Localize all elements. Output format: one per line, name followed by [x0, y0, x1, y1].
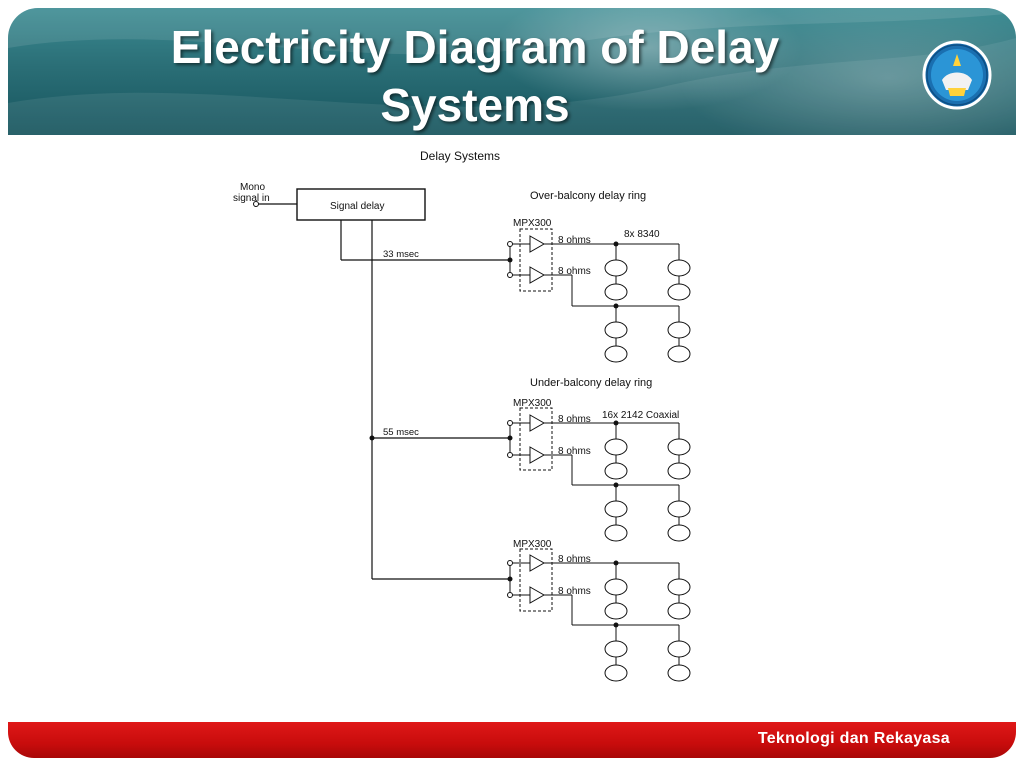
speaker-icon — [667, 578, 691, 596]
speaker-icon — [604, 321, 628, 339]
speaker-icon — [667, 321, 691, 339]
amp-triangle-icon — [529, 446, 546, 464]
slide-header — [8, 8, 1016, 135]
speaker-icon — [667, 283, 691, 301]
speaker-icon — [667, 640, 691, 658]
speaker-icon — [604, 602, 628, 620]
speaker-icon — [667, 259, 691, 277]
amplifier-2-label: MPX300 — [513, 398, 552, 409]
amp-triangle-icon — [529, 414, 546, 432]
slide-footer: Teknologi dan Rekayasa — [8, 722, 1016, 758]
ring-2-title: Under-balcony delay ring — [530, 377, 652, 389]
speaker-icon — [667, 524, 691, 542]
speaker-icon — [604, 524, 628, 542]
speaker-rings — [571, 241, 691, 682]
delay-33-label: 33 msec — [383, 249, 419, 260]
speaker-icon — [667, 664, 691, 682]
speaker-icon — [604, 259, 628, 277]
input-terminal — [253, 201, 259, 207]
ring-1-speaker-label: 8x 8340 — [624, 229, 660, 240]
speaker-icon — [667, 345, 691, 363]
amp-2-impedance-b: 8 ohms — [558, 446, 591, 457]
input-label-line2: signal in — [233, 193, 270, 204]
amp-triangle-icon — [529, 235, 546, 253]
footer-text: Teknologi dan Rekayasa — [757, 730, 950, 747]
amplifier-1-label: MPX300 — [513, 218, 552, 229]
amp-1-impedance-a: 8 ohms — [558, 235, 591, 246]
speaker-icon — [604, 500, 628, 518]
amplifier-group-2: MPX300 8 ohms 8 ohms 16x 2142 Coaxial — [507, 398, 679, 471]
delay-55-label: 55 msec — [383, 427, 419, 438]
amp-3-impedance-a: 8 ohms — [558, 554, 591, 565]
speaker-icon — [667, 500, 691, 518]
amp-triangle-icon — [529, 554, 546, 572]
amp-2-impedance-a: 8 ohms — [558, 414, 591, 425]
speaker-icon — [604, 578, 628, 596]
diagram-title: Delay Systems — [420, 149, 500, 163]
amp-triangle-icon — [529, 266, 546, 284]
amplifier-group-1: MPX300 8 ohms 8 ohms 8x 8340 — [507, 218, 660, 292]
speaker-icon — [604, 438, 628, 456]
amp-triangle-icon — [529, 586, 546, 604]
speaker-icon — [604, 664, 628, 682]
amplifier-group-3: MPX300 8 ohms 8 ohms — [507, 539, 616, 612]
amplifier-3-label: MPX300 — [513, 539, 552, 550]
signal-delay-box — [296, 188, 426, 221]
slide-title: Electricity Diagram of Delay Systems — [170, 21, 780, 131]
ring-1-title: Over-balcony delay ring — [530, 190, 646, 202]
speaker-icon — [604, 640, 628, 658]
signal-delay-label: Signal delay — [330, 201, 384, 212]
amp-3-impedance-b: 8 ohms — [558, 586, 591, 597]
tut-wuri-handayani-logo-icon — [922, 40, 992, 110]
speaker-icon — [604, 462, 628, 480]
speaker-icon — [667, 438, 691, 456]
header-swoosh-decoration — [8, 8, 1016, 135]
speaker-icon — [667, 602, 691, 620]
amp-1-impedance-b: 8 ohms — [558, 266, 591, 277]
speaker-icon — [604, 345, 628, 363]
speaker-icon — [667, 462, 691, 480]
speaker-icon — [604, 283, 628, 301]
ring-2-speaker-label: 16x 2142 Coaxial — [602, 410, 679, 421]
input-label-line1: Mono — [240, 182, 265, 193]
